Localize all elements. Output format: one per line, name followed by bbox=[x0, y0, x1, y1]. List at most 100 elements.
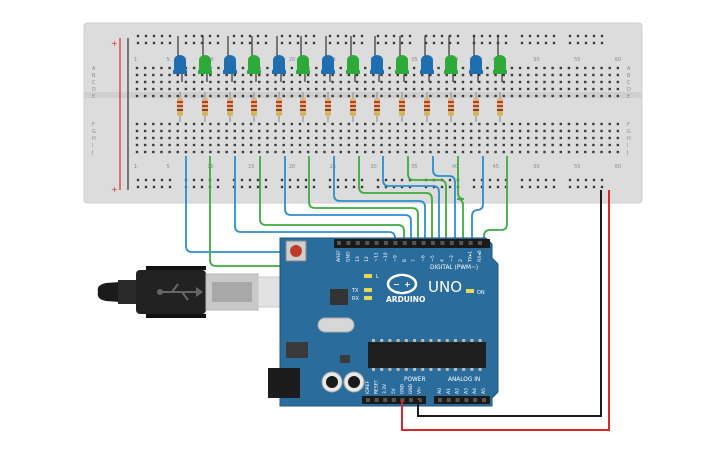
breadboard-hole[interactable] bbox=[584, 73, 587, 77]
rail-hole[interactable] bbox=[256, 185, 260, 189]
breadboard-hole[interactable] bbox=[551, 150, 554, 154]
power-jack[interactable] bbox=[268, 368, 300, 398]
breadboard-hole[interactable] bbox=[274, 143, 277, 147]
rail-hole[interactable] bbox=[480, 41, 484, 45]
breadboard-hole[interactable] bbox=[404, 150, 408, 154]
breadboard-hole[interactable] bbox=[543, 143, 546, 147]
breadboard-hole[interactable] bbox=[461, 80, 465, 84]
blue-led[interactable] bbox=[223, 36, 237, 82]
breadboard-hole[interactable] bbox=[192, 80, 196, 84]
rail-hole[interactable] bbox=[552, 41, 556, 45]
breadboard-hole[interactable] bbox=[184, 80, 188, 84]
rail-hole[interactable] bbox=[424, 185, 428, 189]
breadboard-hole[interactable] bbox=[380, 87, 383, 91]
breadboard-hole[interactable] bbox=[290, 87, 294, 91]
breadboard-hole[interactable] bbox=[364, 136, 367, 140]
rail-hole[interactable] bbox=[336, 185, 340, 189]
breadboard-hole[interactable] bbox=[217, 122, 220, 126]
breadboard-hole[interactable] bbox=[135, 66, 139, 70]
blue-jumper-wire[interactable] bbox=[284, 156, 412, 243]
breadboard-hole[interactable] bbox=[209, 94, 212, 98]
breadboard-hole[interactable] bbox=[298, 73, 302, 77]
breadboard-hole[interactable] bbox=[575, 129, 579, 133]
rail-hole[interactable] bbox=[216, 178, 220, 182]
breadboard-hole[interactable] bbox=[396, 122, 399, 126]
breadboard-hole[interactable] bbox=[559, 66, 562, 70]
breadboard-hole[interactable] bbox=[461, 136, 465, 140]
rail-hole[interactable] bbox=[384, 185, 388, 189]
rail-hole[interactable] bbox=[152, 185, 156, 189]
rail-hole[interactable] bbox=[328, 41, 332, 45]
rail-hole[interactable] bbox=[488, 41, 492, 45]
breadboard-hole[interactable] bbox=[184, 129, 188, 133]
breadboard-hole[interactable] bbox=[486, 129, 489, 133]
breadboard-hole[interactable] bbox=[225, 129, 228, 133]
breadboard-hole[interactable] bbox=[559, 87, 562, 91]
breadboard-hole[interactable] bbox=[575, 66, 579, 70]
rail-hole[interactable] bbox=[304, 41, 308, 45]
breadboard-hole[interactable] bbox=[266, 94, 269, 98]
breadboard-hole[interactable] bbox=[331, 122, 334, 126]
rail-hole[interactable] bbox=[152, 34, 156, 38]
rail-hole[interactable] bbox=[288, 185, 292, 189]
breadboard-hole[interactable] bbox=[429, 73, 432, 77]
breadboard-hole[interactable] bbox=[551, 129, 554, 133]
rail-hole[interactable] bbox=[536, 178, 540, 182]
breadboard-hole[interactable] bbox=[152, 136, 155, 140]
breadboard-hole[interactable] bbox=[453, 143, 457, 147]
analog-pin[interactable] bbox=[455, 398, 460, 402]
breadboard-hole[interactable] bbox=[551, 143, 554, 147]
breadboard-hole[interactable] bbox=[445, 73, 448, 77]
breadboard-hole[interactable] bbox=[339, 66, 342, 70]
rail-hole[interactable] bbox=[288, 34, 292, 38]
breadboard-hole[interactable] bbox=[306, 94, 310, 98]
breadboard-hole[interactable] bbox=[298, 80, 302, 84]
power-pin[interactable] bbox=[417, 398, 422, 402]
rail-hole[interactable] bbox=[432, 41, 436, 45]
breadboard-hole[interactable] bbox=[217, 87, 220, 91]
breadboard-hole[interactable] bbox=[290, 150, 294, 154]
breadboard-hole[interactable] bbox=[388, 73, 391, 77]
rail-hole[interactable] bbox=[504, 185, 508, 189]
breadboard-hole[interactable] bbox=[388, 143, 391, 147]
breadboard-hole[interactable] bbox=[600, 66, 603, 70]
breadboard-hole[interactable] bbox=[461, 129, 465, 133]
breadboard-hole[interactable] bbox=[600, 150, 603, 154]
breadboard-hole[interactable] bbox=[510, 136, 514, 140]
resistor[interactable] bbox=[497, 92, 503, 122]
rail-hole[interactable] bbox=[520, 178, 524, 182]
green-jumper-wire[interactable] bbox=[358, 156, 433, 243]
breadboard-hole[interactable] bbox=[600, 143, 603, 147]
breadboard-hole[interactable] bbox=[616, 150, 620, 154]
breadboard-hole[interactable] bbox=[364, 73, 367, 77]
breadboard-hole[interactable] bbox=[616, 73, 620, 77]
breadboard-hole[interactable] bbox=[518, 87, 522, 91]
power-pin[interactable] bbox=[366, 398, 370, 402]
breadboard-hole[interactable] bbox=[209, 87, 212, 91]
rail-hole[interactable] bbox=[600, 41, 604, 45]
rail-hole[interactable] bbox=[192, 41, 196, 45]
breadboard-hole[interactable] bbox=[152, 143, 155, 147]
breadboard-hole[interactable] bbox=[502, 136, 505, 140]
breadboard-hole[interactable] bbox=[323, 129, 326, 133]
breadboard-hole[interactable] bbox=[315, 122, 318, 126]
breadboard-hole[interactable] bbox=[535, 73, 538, 77]
rail-hole[interactable] bbox=[192, 34, 196, 38]
breadboard-hole[interactable] bbox=[551, 122, 554, 126]
breadboard-hole[interactable] bbox=[135, 122, 139, 126]
breadboard-hole[interactable] bbox=[323, 94, 326, 98]
breadboard-hole[interactable] bbox=[445, 143, 448, 147]
breadboard-hole[interactable] bbox=[575, 136, 579, 140]
breadboard-hole[interactable] bbox=[209, 143, 212, 147]
breadboard-hole[interactable] bbox=[176, 122, 179, 126]
analog-pin[interactable] bbox=[438, 398, 442, 402]
breadboard-hole[interactable] bbox=[608, 122, 611, 126]
breadboard-hole[interactable] bbox=[543, 94, 546, 98]
breadboard-hole[interactable] bbox=[518, 150, 522, 154]
breadboard-hole[interactable] bbox=[355, 122, 359, 126]
rail-hole[interactable] bbox=[504, 34, 508, 38]
breadboard-hole[interactable] bbox=[559, 122, 562, 126]
breadboard-hole[interactable] bbox=[527, 129, 530, 133]
breadboard-hole[interactable] bbox=[494, 80, 497, 84]
breadboard-hole[interactable] bbox=[469, 73, 473, 77]
